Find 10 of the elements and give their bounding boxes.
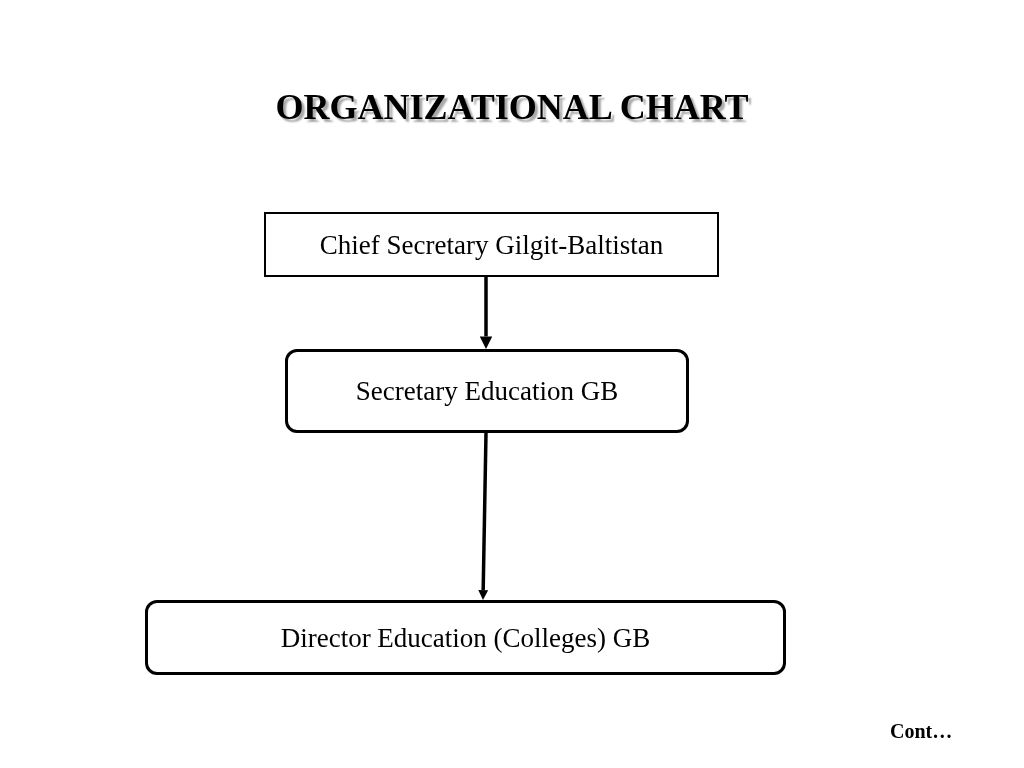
arrow xyxy=(479,277,493,349)
arrow xyxy=(478,432,489,600)
rounded-box xyxy=(145,600,786,675)
box-label: Director Education (Colleges) GB xyxy=(280,621,651,654)
rounded-box xyxy=(285,349,689,433)
box-label: Secretary Education GB xyxy=(355,375,619,407)
continuation-note: Cont… xyxy=(890,719,953,743)
process-box xyxy=(264,212,719,277)
box-label: Chief Secretary Gilgit-Baltistan xyxy=(319,228,664,261)
chart-title: ORGANIZATIONAL CHART xyxy=(275,86,749,128)
